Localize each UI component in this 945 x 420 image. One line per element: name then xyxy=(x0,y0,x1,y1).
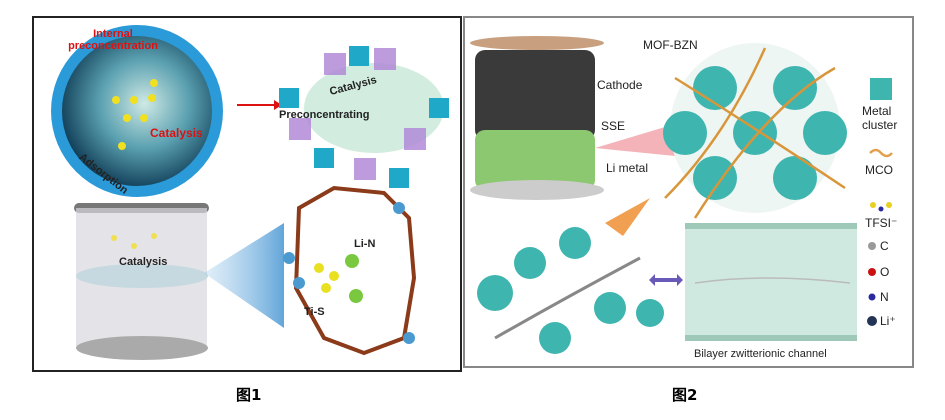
carbon-legend-icon xyxy=(868,242,876,250)
figure-2-caption: 图2 xyxy=(672,386,698,404)
figure-2-panel: MOF-BZN Cathode SSE Li metal Bilayer zwi… xyxy=(463,16,914,368)
li-metal-label: Li metal xyxy=(606,161,649,175)
li-n-label: Li-N xyxy=(354,238,376,250)
channel-label: Bilayer zwitterionic channel xyxy=(694,348,827,360)
tfsi-legend-icon xyxy=(870,202,892,212)
nitrogen-legend-icon xyxy=(868,293,876,301)
legend-li: Li⁺ xyxy=(880,314,896,328)
legend-tfsi: TFSI⁻ xyxy=(865,216,898,230)
internal-preconcentration-label: Internal preconcentration xyxy=(68,28,158,52)
figure-1-caption: 图1 xyxy=(236,386,262,404)
legend-metal-cluster: Metal cluster xyxy=(862,104,898,132)
mof-bzn-label: MOF-BZN xyxy=(643,38,698,52)
oxygen-legend-icon xyxy=(868,268,876,276)
figure-2-illustration xyxy=(470,36,893,354)
lithium-legend-icon xyxy=(867,316,877,326)
metal-cluster-legend-icon xyxy=(870,78,892,100)
legend-mco: MCO xyxy=(865,163,893,177)
ti-s-label: Ti-S xyxy=(304,306,325,318)
mco-legend-icon xyxy=(869,148,893,158)
legend-c: C xyxy=(880,239,889,253)
catalysis-sphere-label: Catalysis xyxy=(150,126,203,140)
sse-label: SSE xyxy=(601,119,626,133)
legend-n: N xyxy=(880,290,889,304)
figure-1-illustration xyxy=(51,25,449,360)
preconcentrating-label: Preconcentrating xyxy=(279,109,370,121)
catalysis-cell-label: Catalysis xyxy=(119,256,168,268)
figure-1-panel: Internal preconcentration Catalysis Adso… xyxy=(32,16,462,372)
legend-o: O xyxy=(880,265,890,279)
cathode-label: Cathode xyxy=(597,78,643,92)
